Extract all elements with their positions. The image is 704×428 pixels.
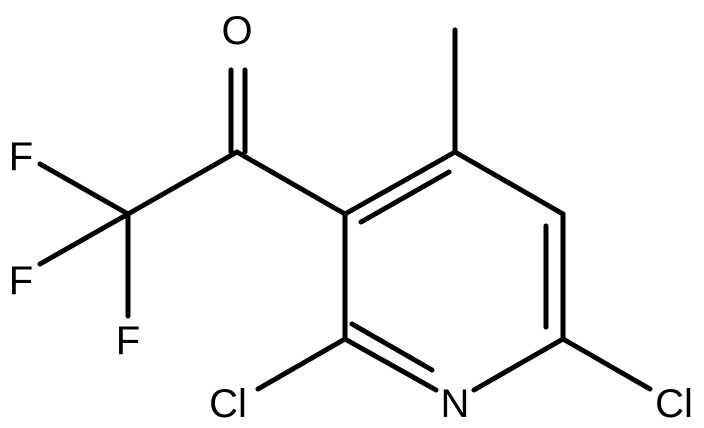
- atom-oxygen-label: O: [221, 9, 252, 53]
- atom-nitrogen-label: N: [441, 382, 470, 426]
- atom-fluorine-bottom-label: F: [116, 319, 140, 363]
- bond-c2-cl: [255, 336, 348, 392]
- bond-ring-c3-c4-inner: [358, 169, 452, 225]
- bond-c-f2: [37, 211, 131, 267]
- atom-fluorine-mid-label: F: [9, 259, 33, 303]
- atom-chlorine-right-label: Cl: [655, 382, 693, 426]
- atom-chlorine-left-label: Cl: [209, 382, 247, 426]
- bond-c-f1: [37, 161, 131, 217]
- bond-carbonyl-ring: [234, 149, 348, 217]
- bond-ring-c3-c4: [342, 149, 458, 217]
- bond-c6-cl: [560, 336, 653, 392]
- bond-ring-c4-c5: [452, 149, 566, 217]
- bond-ring-c6-n: [471, 336, 566, 393]
- atom-fluorine-top-label: F: [9, 135, 33, 179]
- bond-ring-n-c2: [342, 336, 439, 393]
- bond-ring-n-c2-inner: [349, 321, 435, 373]
- bond-carbonyl-cf3: [125, 149, 240, 217]
